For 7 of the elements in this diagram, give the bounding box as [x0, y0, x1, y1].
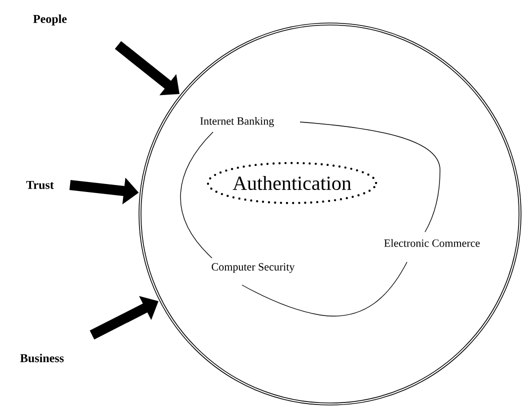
outer-circle: [138, 22, 522, 406]
factor-label: Trust: [26, 181, 54, 189]
factor-label: People: [33, 14, 67, 26]
area-label: Electronic Commerce: [384, 239, 480, 247]
area-label: Computer Security: [212, 263, 295, 273]
factor-label: Business: [20, 354, 64, 362]
area-label: Internet Banking: [200, 117, 274, 127]
